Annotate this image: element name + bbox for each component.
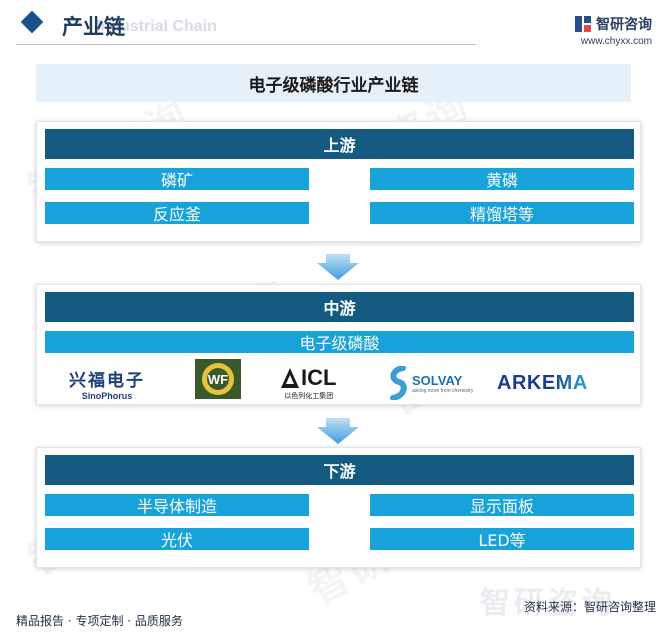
company-name: ARKEMA [497, 371, 588, 394]
icl-triangle-icon [281, 368, 299, 388]
brand-url: www.chyxx.com [580, 36, 652, 47]
downstream-item: 半导体制造 [45, 494, 309, 516]
wf-logo-icon: WF [195, 359, 241, 399]
company-sub: asking more from chemistry [412, 387, 474, 394]
source-note: 资料来源：智研咨询整理 [523, 600, 656, 614]
upstream-heading: 上游 [45, 129, 634, 159]
midstream-heading: 中游 [45, 292, 634, 322]
header-subtitle-en: Industrial Chain [96, 18, 217, 35]
down-arrow-icon [317, 254, 359, 280]
upstream-section: 上游 磷矿 黄磷 反应釜 精馏塔等 [36, 121, 641, 242]
downstream-item: LED等 [370, 528, 634, 550]
sinophorus-logo: 兴福电子 SinoPhorus [69, 365, 145, 401]
upstream-item: 磷矿 [45, 168, 309, 190]
company-name: WF [208, 372, 228, 387]
header-divider [16, 44, 476, 45]
solvay-swirl-icon [390, 366, 407, 400]
arkema-logo: ARKEMA [497, 365, 588, 401]
page-header: Industrial Chain 产业链 智研咨询 www.chyxx.com [0, 0, 666, 56]
downstream-heading: 下游 [45, 455, 634, 485]
downstream-item: 显示面板 [370, 494, 634, 516]
midstream-section: 中游 电子级磷酸 兴福电子 SinoPhorus WF ICL 以色列化工集团 [36, 284, 641, 405]
company-name: SOLVAY [412, 372, 463, 388]
down-arrow-icon [317, 418, 359, 444]
downstream-item: 光伏 [45, 528, 309, 550]
diamond-icon [20, 10, 44, 34]
company-name: ICL [301, 365, 337, 390]
downstream-section: 下游 半导体制造 显示面板 光伏 LED等 [36, 447, 641, 568]
company-name: 兴福电子 [69, 370, 145, 391]
midstream-product: 电子级磷酸 [45, 331, 634, 353]
wf-logo: WF [195, 359, 241, 399]
footer-watermark: 智研咨询 [480, 586, 616, 621]
company-sub: SinoPhorus [81, 390, 133, 401]
brand-name: 智研咨询 [596, 17, 652, 33]
footer-slogan: 精品报告 · 专项定制 · 品质服务 [16, 614, 183, 628]
brand-logo-icon [575, 16, 591, 32]
upstream-item: 精馏塔等 [370, 202, 634, 224]
solvay-logo: SOLVAY asking more from chemistry [387, 365, 473, 401]
icl-logo: ICL 以色列化工集团 [281, 365, 336, 401]
company-sub: 以色列化工集团 [284, 392, 334, 400]
brand: 智研咨询 www.chyxx.com [574, 14, 652, 47]
page-title: 产业链 [62, 15, 125, 39]
upstream-item: 反应釜 [45, 202, 309, 224]
chart-title: 电子级磷酸行业产业链 [36, 64, 631, 102]
upstream-item: 黄磷 [370, 168, 634, 190]
